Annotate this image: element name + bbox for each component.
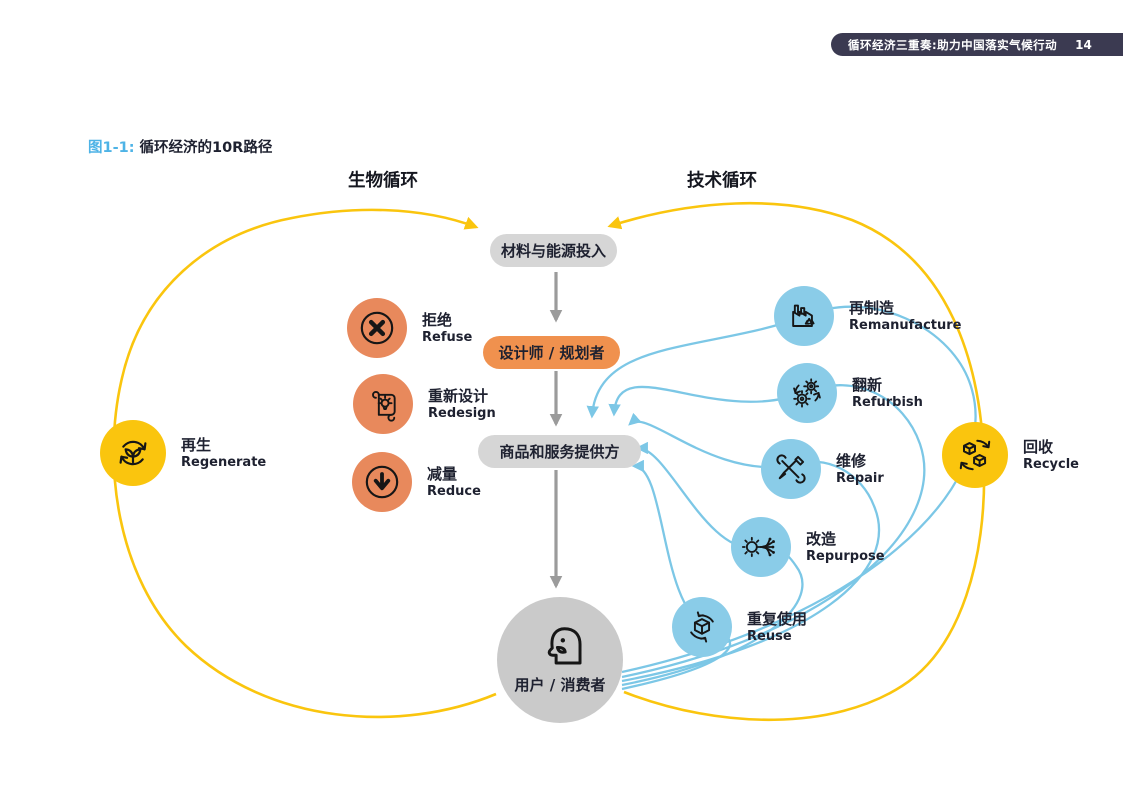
recycle-label-en: Recycle — [1023, 456, 1079, 472]
refuse-label-en: Refuse — [422, 329, 473, 345]
page-header-bar: 循环经济三重奏:助力中国落实气候行动 14 — [831, 33, 1123, 56]
refurbish-icon — [793, 378, 821, 408]
figure-title: 循环经济的10R路径 — [139, 140, 273, 156]
recycle-circle — [942, 422, 1008, 488]
recycle-icon — [959, 439, 991, 471]
reuse-label-zh: 重复使用 — [747, 609, 808, 628]
r-item-repair: 维修 Repair — [761, 439, 884, 499]
page-number: 14 — [1075, 37, 1092, 52]
r-item-refuse: 拒绝 Refuse — [347, 298, 472, 358]
r-item-redesign: 重新设计 Redesign — [353, 374, 496, 434]
reuse-label-en: Reuse — [747, 628, 792, 644]
user-face-icon — [547, 627, 582, 665]
remanufacture-circle — [774, 286, 834, 346]
bio-cycle-heading: 生物循环 — [348, 171, 418, 191]
figure-label: 图1-1: — [88, 140, 135, 156]
regenerate-icon — [119, 440, 147, 466]
users-node: 用户 / 消费者 — [497, 597, 623, 723]
reuse-circle — [672, 597, 732, 657]
inputs-box: 材料与能源投入 — [490, 234, 617, 267]
repurpose-label-en: Repurpose — [806, 548, 885, 564]
reuse-icon — [690, 611, 714, 643]
remanufacture-icon — [792, 304, 815, 327]
tech-cycle-heading: 技术循环 — [687, 171, 757, 191]
refurbish-label-en: Refurbish — [852, 394, 923, 410]
users-label: 用户 / 消费者 — [514, 676, 606, 694]
reduce-icon — [365, 465, 399, 499]
reduce-label-zh: 减量 — [427, 464, 458, 483]
regenerate-label-zh: 再生 — [181, 435, 212, 454]
repair-icon — [776, 454, 806, 484]
r-item-reduce: 减量 Reduce — [352, 452, 481, 512]
reduce-label-en: Reduce — [427, 483, 481, 499]
refuse-circle — [347, 298, 407, 358]
r-item-repurpose: 改造 Repurpose — [731, 517, 885, 577]
repair-circle — [761, 439, 821, 499]
designers-box: 设计师 / 规划者 — [483, 336, 620, 369]
remanufacture-label-zh: 再制造 — [849, 298, 895, 317]
refurbish-arc — [608, 384, 926, 679]
redesign-label-en: Redesign — [428, 405, 496, 421]
repair-label-en: Repair — [836, 470, 884, 486]
regenerate-label-en: Regenerate — [181, 454, 267, 470]
bio-cycle-loop — [112, 208, 497, 719]
refurbish-label-zh: 翻新 — [852, 375, 883, 394]
report-title: 循环经济三重奏:助力中国落实气候行动 — [848, 37, 1058, 52]
repurpose-label-zh: 改造 — [806, 529, 837, 548]
repair-arc — [621, 412, 881, 683]
repurpose-circle — [731, 517, 791, 577]
r-item-remanufacture: 再制造 Remanufacture — [774, 286, 962, 346]
recycle-label-zh: 回收 — [1023, 437, 1054, 456]
redesign-icon — [372, 390, 396, 422]
refuse-icon — [360, 311, 394, 345]
refuse-label-zh: 拒绝 — [422, 310, 453, 329]
figure-caption: 图1-1:循环经济的10R路径 — [88, 136, 272, 157]
repurpose-icon — [741, 536, 775, 558]
refurbish-circle — [777, 363, 837, 423]
regenerate-circle — [100, 420, 166, 486]
r-item-regenerate: 再生 Regenerate — [100, 420, 266, 486]
r-item-reuse: 重复使用 Reuse — [672, 597, 807, 657]
r-item-refurbish: 翻新 Refurbish — [777, 363, 923, 423]
redesign-circle — [353, 374, 413, 434]
remanufacture-label-en: Remanufacture — [849, 317, 962, 333]
repair-label-zh: 维修 — [836, 451, 867, 470]
reduce-circle — [352, 452, 412, 512]
redesign-label-zh: 重新设计 — [428, 386, 489, 405]
providers-box: 商品和服务提供方 — [478, 435, 641, 468]
r-item-recycle: 回收 Recycle — [942, 422, 1079, 488]
